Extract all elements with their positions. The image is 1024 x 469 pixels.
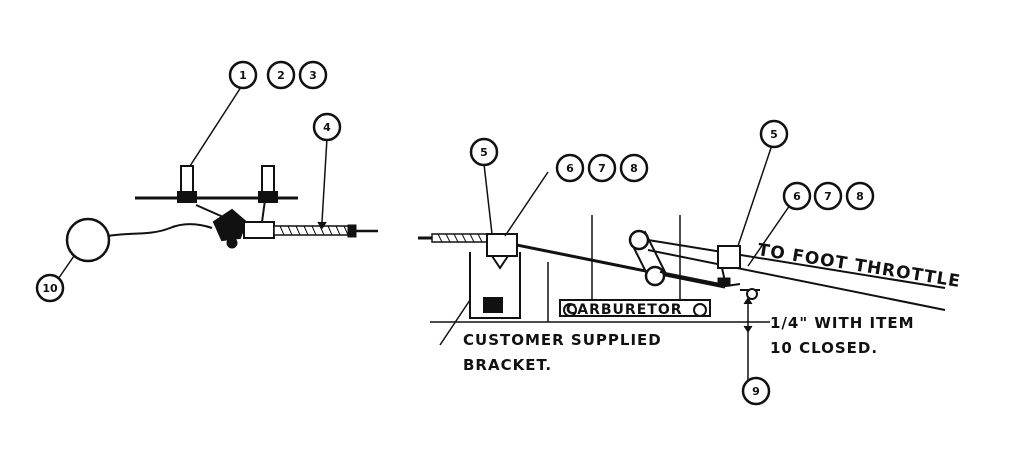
float-ball: [65, 217, 111, 263]
svg-text:6: 6: [566, 162, 574, 175]
right-clamp: [717, 245, 741, 269]
note-line1: 1/4" WITH ITEM: [770, 314, 915, 332]
svg-text:8: 8: [630, 162, 638, 175]
callout-6-right: 6: [782, 181, 812, 211]
svg-text:6: 6: [793, 190, 801, 203]
svg-text:5: 5: [480, 146, 488, 159]
svg-text:2: 2: [277, 69, 285, 82]
svg-text:7: 7: [598, 162, 606, 175]
svg-text:4: 4: [323, 121, 331, 134]
float-cable: [107, 223, 213, 237]
right-assembly: [418, 215, 946, 380]
callout-3: 3: [298, 60, 328, 90]
callout-7-left: 7: [587, 153, 617, 183]
svg-text:9: 9: [752, 385, 760, 398]
callout-5-left: 5: [469, 137, 499, 167]
foot-throttle-label: TO FOOT THROTTLE: [756, 240, 962, 292]
customer-bracket: [469, 252, 521, 319]
svg-text:5: 5: [770, 128, 778, 141]
left-assembly: [65, 165, 378, 263]
svg-text:3: 3: [309, 69, 317, 82]
carburetor-base: [559, 299, 711, 317]
customer-label-line2: BRACKET.: [463, 356, 552, 374]
callout-9: 9: [741, 376, 771, 406]
callout-4: 4: [312, 112, 342, 142]
carburetor-label: CARBURETOR: [566, 302, 683, 318]
right-leaders: [483, 144, 791, 267]
callout-2: 2: [266, 60, 296, 90]
bracket-clamp: [486, 233, 518, 257]
callout-8-right: 8: [845, 181, 875, 211]
svg-text:7: 7: [824, 190, 832, 203]
callout-7-right: 7: [813, 181, 843, 211]
callout-1: 1: [228, 60, 258, 90]
throttle-cable: [491, 238, 726, 289]
note-line2: 10 CLOSED.: [770, 339, 878, 357]
callout-8-left: 8: [619, 153, 649, 183]
callout-6-left: 6: [555, 153, 585, 183]
svg-text:1: 1: [239, 69, 247, 82]
callout-10: 10: [35, 273, 65, 303]
svg-text:10: 10: [42, 282, 58, 295]
svg-text:8: 8: [856, 190, 864, 203]
customer-label-line1: CUSTOMER SUPPLIED: [463, 331, 662, 349]
callout-5-right: 5: [759, 119, 789, 149]
